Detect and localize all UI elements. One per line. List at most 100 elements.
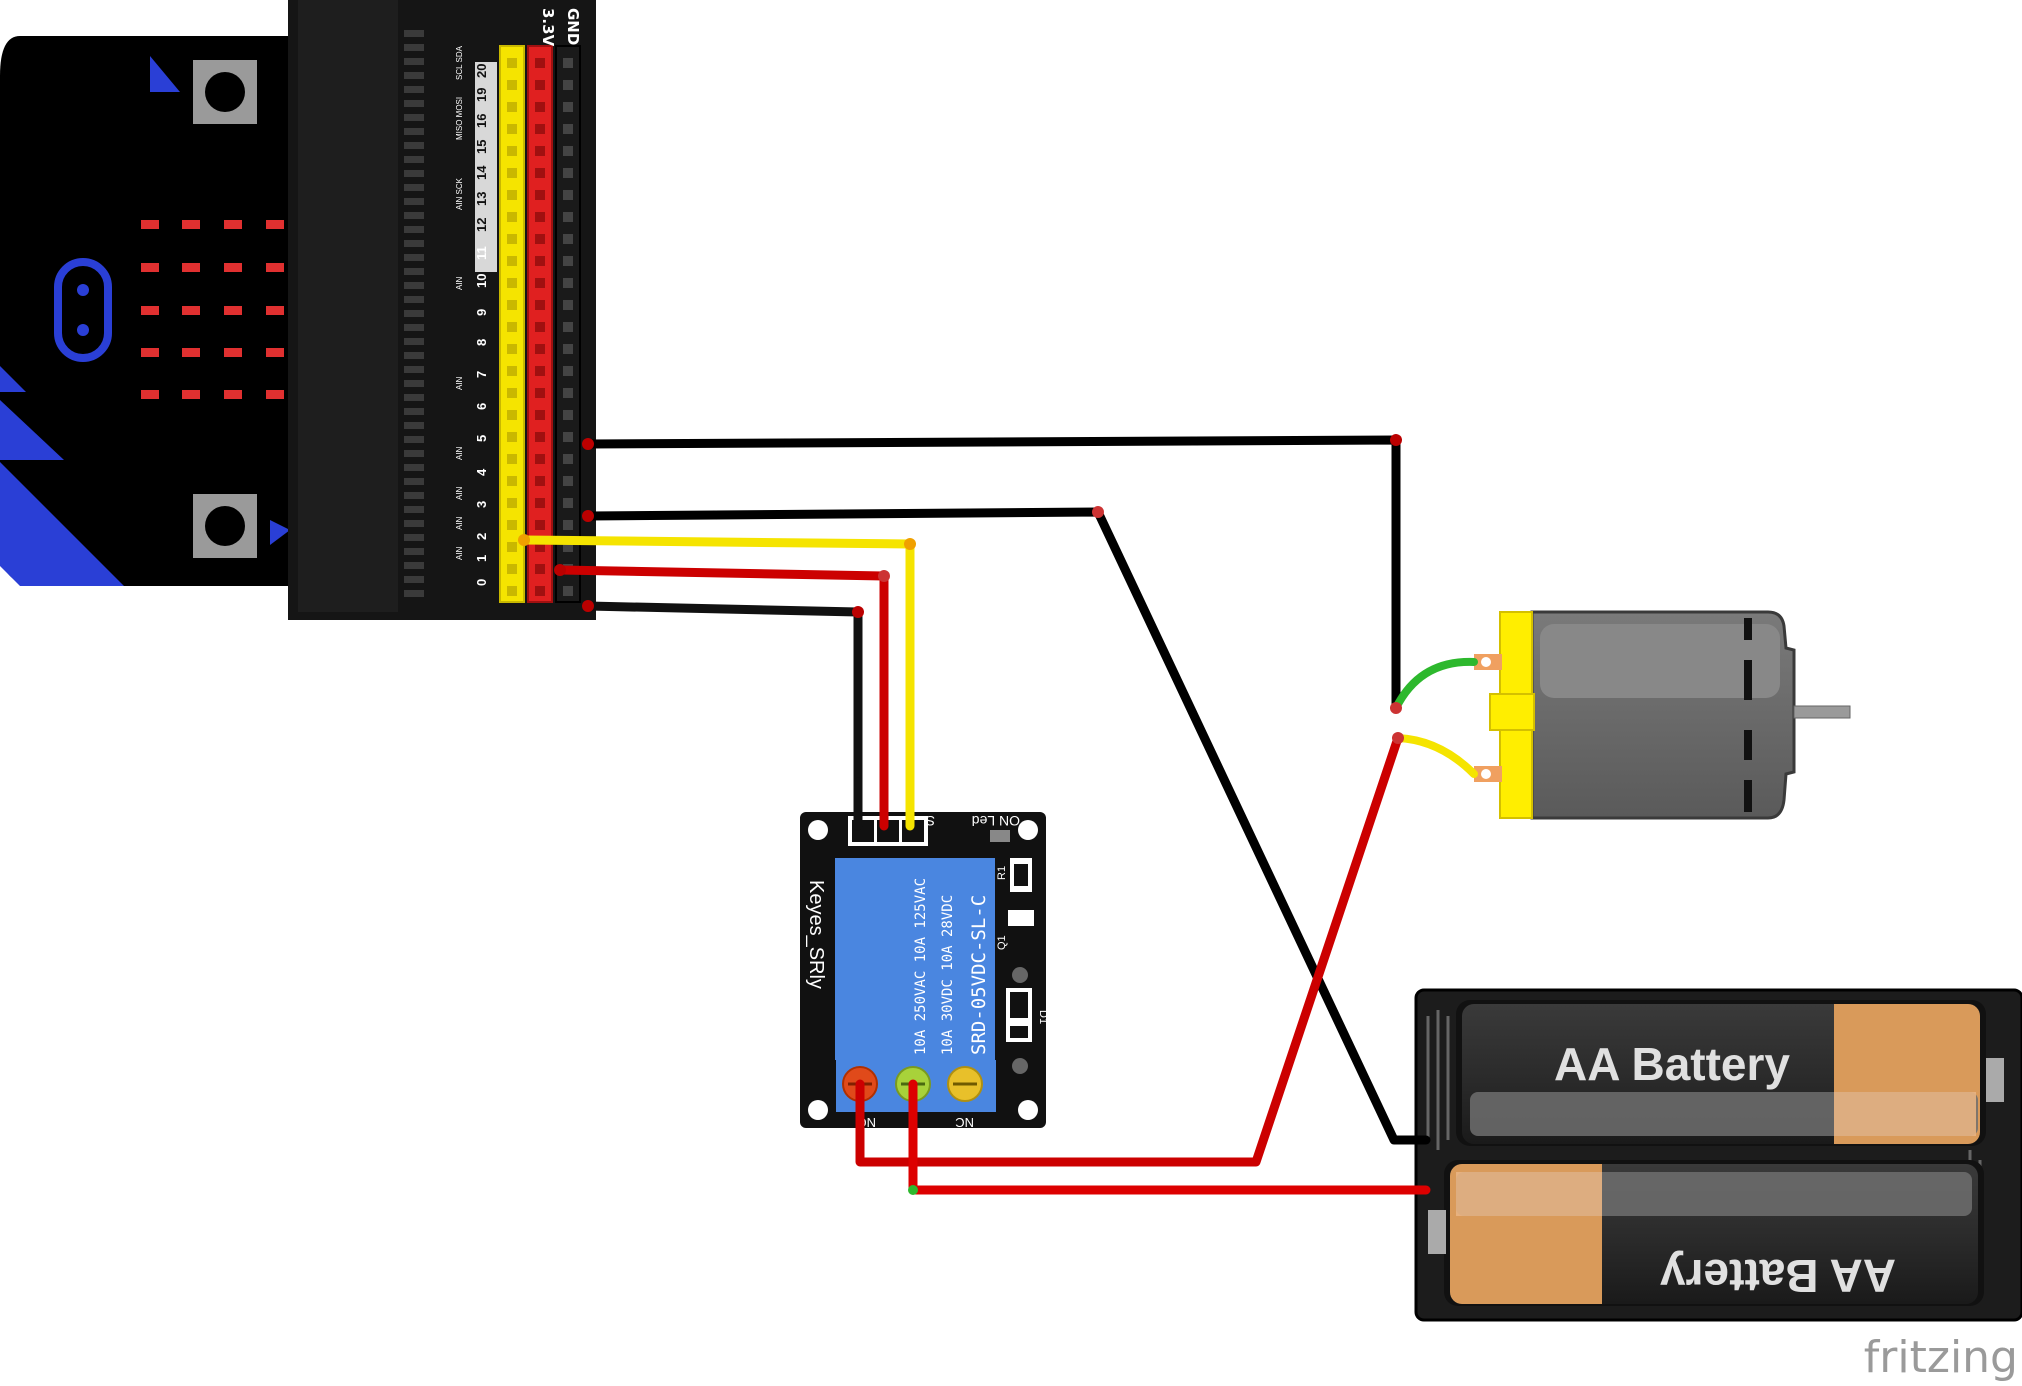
header-pin xyxy=(507,454,517,464)
pin-function-label: AIN xyxy=(455,276,464,290)
header-pin xyxy=(563,586,573,596)
aa-battery-cell-2: AA Battery xyxy=(1428,1160,1984,1306)
mount-hole xyxy=(1018,1100,1038,1120)
edge-tooth xyxy=(404,156,424,163)
header-pin xyxy=(563,190,573,200)
pin-function-label: AIN xyxy=(455,486,464,500)
header-pin xyxy=(535,388,545,398)
header-pin xyxy=(535,80,545,90)
edge-tooth xyxy=(404,142,424,149)
header-pin xyxy=(563,344,573,354)
header-pin xyxy=(563,102,573,112)
header-pin xyxy=(535,542,545,552)
header-pin xyxy=(535,476,545,486)
wire-red-relay-no-to-motor xyxy=(855,733,1403,1167)
battery-holder: AA Battery AA Battery xyxy=(1414,988,2022,1322)
pin-number-label: 8 xyxy=(474,339,489,346)
header-label-3v3: 3.3V xyxy=(539,8,557,47)
edge-tooth xyxy=(404,324,424,331)
header-pin xyxy=(563,410,573,420)
edge-tooth xyxy=(404,450,424,457)
edge-tooth xyxy=(404,352,424,359)
pin-function-label: AIN xyxy=(455,546,464,560)
led-pixel xyxy=(182,390,200,399)
led-pixel xyxy=(182,348,200,357)
header-pin xyxy=(535,498,545,508)
header-pin xyxy=(563,168,573,178)
led-pixel xyxy=(266,220,284,229)
header-pin xyxy=(507,322,517,332)
pin-function-label: AIN xyxy=(455,446,464,460)
transistor-q1 xyxy=(1008,910,1034,926)
relay-pin-label-s: S xyxy=(926,813,935,829)
header-pin xyxy=(507,212,517,222)
pin-number-label: 10 xyxy=(474,274,489,288)
relay-led-label: ON Led xyxy=(972,813,1020,829)
wire-green-motor-lead xyxy=(1392,657,1478,712)
led-pixel xyxy=(266,306,284,315)
led-pixel xyxy=(182,220,200,229)
header-pin xyxy=(507,432,517,442)
header-pin xyxy=(535,322,545,332)
edge-tooth xyxy=(404,240,424,247)
led-pixel xyxy=(141,220,159,229)
microbit-board xyxy=(0,36,326,586)
led-pixel xyxy=(141,263,159,272)
pin-number-label: 5 xyxy=(474,435,489,442)
edge-tooth xyxy=(404,408,424,415)
edge-tooth xyxy=(404,86,424,93)
edge-tooth xyxy=(404,338,424,345)
header-pin xyxy=(535,124,545,134)
edge-tooth xyxy=(404,436,424,443)
pin-number-label: 9 xyxy=(474,309,489,316)
pin-number-label: 6 xyxy=(474,403,489,410)
microbit-logo xyxy=(54,258,112,362)
relay-module: S ON Led Keyes_SRly SRD-05VDC-SL-C 10A 2… xyxy=(800,812,1049,1130)
q1-label: Q1 xyxy=(996,935,1008,950)
pin-number-label: 4 xyxy=(474,468,489,476)
led-pixel xyxy=(224,306,242,315)
edge-tooth xyxy=(404,184,424,191)
header-pin xyxy=(535,520,545,530)
edge-tooth xyxy=(404,548,424,555)
pin-number-label: 3 xyxy=(474,501,489,508)
header-pin xyxy=(507,146,517,156)
header-pin xyxy=(563,278,573,288)
dc-motor xyxy=(1474,610,1851,820)
header-pin xyxy=(563,322,573,332)
battery-label-2: AA Battery xyxy=(1660,1250,1896,1302)
header-pin xyxy=(563,212,573,222)
header-pin xyxy=(563,476,573,486)
edge-tooth xyxy=(404,380,424,387)
edge-tooth xyxy=(404,590,424,597)
header-pin xyxy=(507,102,517,112)
header-pin xyxy=(563,498,573,508)
header-pin xyxy=(535,256,545,266)
pin-function-label: AIN xyxy=(455,516,464,530)
led-pixel xyxy=(266,263,284,272)
pin-number-label: 20 xyxy=(474,64,489,78)
pin-number-label: 19 xyxy=(474,88,489,102)
wire-red-power xyxy=(555,565,889,787)
relay-rating-ac: 10A 250VAC 10A 125VAC xyxy=(913,878,929,1055)
edge-connector xyxy=(404,30,424,597)
header-pin xyxy=(535,168,545,178)
relay-rating-dc: 10A 30VDC 10A 28VDC xyxy=(940,895,956,1055)
header-pin xyxy=(535,58,545,68)
edge-tooth xyxy=(404,44,424,51)
edge-tooth xyxy=(404,562,424,569)
header-pin xyxy=(507,278,517,288)
header-pin xyxy=(507,410,517,420)
header-pin xyxy=(535,366,545,376)
edge-tooth xyxy=(404,282,424,289)
header-pin xyxy=(563,146,573,156)
d1-label: D1 xyxy=(1037,1010,1049,1024)
led-pixel xyxy=(224,348,242,357)
header-pin xyxy=(563,300,573,310)
header-label-gnd: GND xyxy=(564,8,582,45)
pin-number-label: 14 xyxy=(474,165,489,180)
header-pin xyxy=(507,542,517,552)
